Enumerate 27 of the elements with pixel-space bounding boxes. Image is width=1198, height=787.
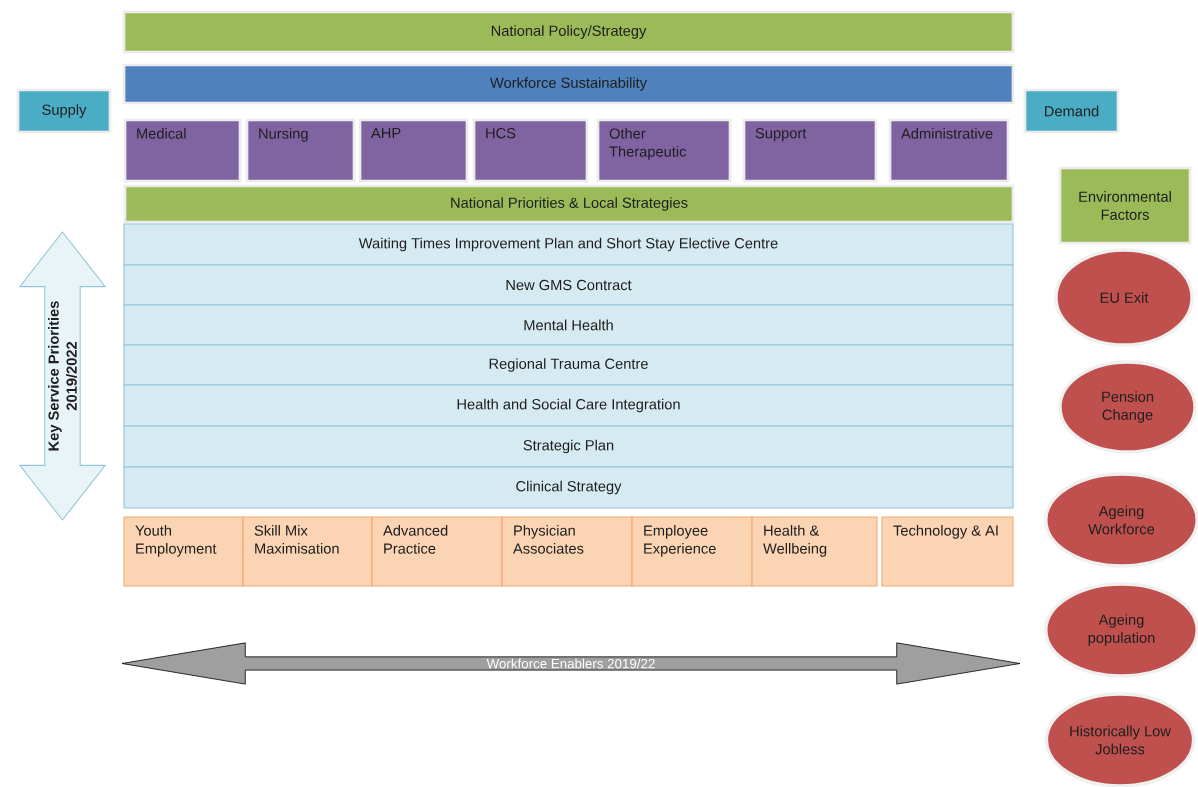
enabler-box: Health & Wellbeing — [751, 516, 878, 587]
staff-group-box: Support — [742, 118, 878, 183]
enabler-box: Skill Mix Maximisation — [242, 516, 373, 587]
enabler-box: Youth Employment — [123, 516, 244, 587]
enabler-box: Physician Associates — [501, 516, 633, 587]
staff-group-box: Medical — [123, 118, 242, 183]
enabler-box: Technology & AI — [881, 516, 1014, 587]
priority-row: Regional Trauma Centre — [123, 344, 1014, 386]
staff-group-box: Nursing — [245, 118, 356, 183]
priority-row: Clinical Strategy — [123, 466, 1014, 509]
side-label-box: Supply — [16, 88, 112, 134]
factors-box: Environmental Factors — [1058, 166, 1192, 245]
banner-bar: Workforce Sustainability — [122, 63, 1015, 105]
enabler-box: Advanced Practice — [371, 516, 503, 587]
priority-row: Health and Social Care Integration — [123, 384, 1014, 427]
priority-row: New GMS Contract — [123, 264, 1014, 306]
priority-row: Waiting Times Improvement Plan and Short Stay Elective Centre — [123, 223, 1014, 266]
priority-row: Strategic Plan — [123, 425, 1014, 468]
staff-group-box: HCS — [472, 118, 589, 183]
priority-row: Mental Health — [123, 304, 1014, 346]
staff-group-box: Other Therapeutic — [596, 118, 732, 183]
side-label-box: Demand — [1023, 88, 1120, 134]
staff-group-box: AHP — [358, 118, 469, 183]
enabler-box: Employee Experience — [631, 516, 753, 587]
banner-bar: National Policy/Strategy — [122, 10, 1015, 54]
banner-bar: National Priorities & Local Strategies — [123, 184, 1015, 224]
staff-group-box: Administrative — [888, 118, 1010, 183]
